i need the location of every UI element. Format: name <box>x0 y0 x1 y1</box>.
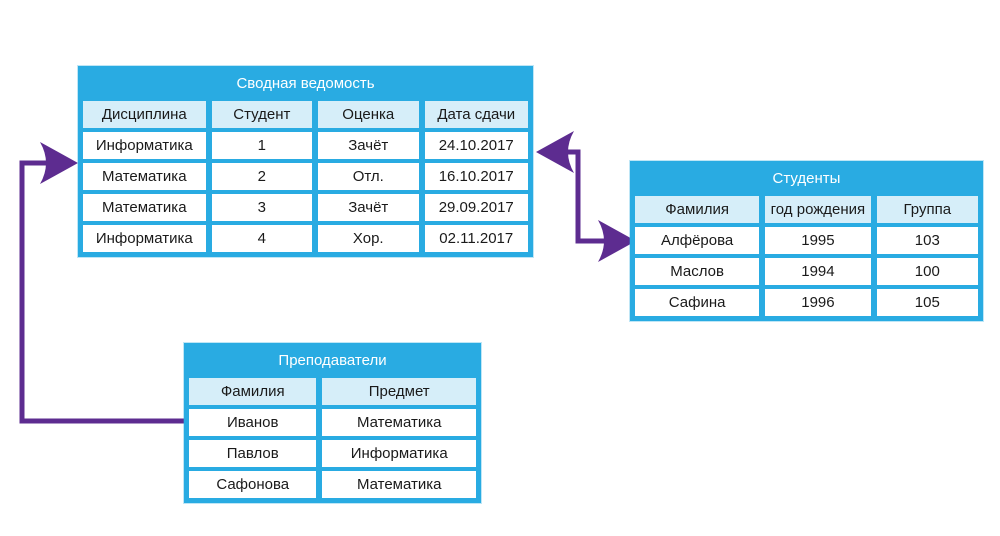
table-cell: 1995 <box>765 227 871 254</box>
table-students-grid: Фамилия год рождения Группа Алфёрова 199… <box>635 196 978 316</box>
table-cell: Математика <box>83 163 206 190</box>
table-cell: 1 <box>211 132 313 159</box>
column-header: Студент <box>211 101 313 128</box>
table-cell: Информатика <box>83 225 206 252</box>
table-cell: 105 <box>876 289 978 316</box>
table-summary: Сводная ведомость Дисциплина Студент Оце… <box>78 66 533 257</box>
column-header: Фамилия <box>635 196 760 223</box>
table-cell: Зачёт <box>318 132 419 159</box>
table-cell: 29.09.2017 <box>424 194 528 221</box>
table-cell: 24.10.2017 <box>424 132 528 159</box>
table-cell: Информатика <box>83 132 206 159</box>
table-cell: 16.10.2017 <box>424 163 528 190</box>
table-cell: Отл. <box>318 163 419 190</box>
column-header: год рождения <box>765 196 871 223</box>
column-header: Оценка <box>318 101 419 128</box>
table-summary-title: Сводная ведомость <box>236 75 375 92</box>
table-teachers: Преподаватели Фамилия Предмет Иванов Мат… <box>184 343 481 503</box>
table-cell: 100 <box>876 258 978 285</box>
column-header: Группа <box>876 196 978 223</box>
table-cell: 1994 <box>765 258 871 285</box>
table-cell: Алфёрова <box>635 227 760 254</box>
table-cell: Павлов <box>189 440 317 467</box>
table-cell: Сафонова <box>189 471 317 498</box>
table-cell: Математика <box>322 409 476 436</box>
column-header: Фамилия <box>189 378 317 405</box>
table-cell: Информатика <box>322 440 476 467</box>
table-cell: Математика <box>83 194 206 221</box>
table-cell: 1996 <box>765 289 871 316</box>
table-cell: 2 <box>211 163 313 190</box>
table-cell: Хор. <box>318 225 419 252</box>
table-teachers-grid: Фамилия Предмет Иванов Математика Павлов… <box>189 378 476 498</box>
arrowhead-into-summary-right-icon <box>536 131 574 173</box>
column-header: Дисциплина <box>83 101 206 128</box>
column-header: Предмет <box>322 378 476 405</box>
table-cell: 02.11.2017 <box>424 225 528 252</box>
table-cell: Зачёт <box>318 194 419 221</box>
table-cell: 103 <box>876 227 978 254</box>
table-students: Студенты Фамилия год рождения Группа Алф… <box>630 161 983 321</box>
connector-summary-to-students <box>560 149 610 244</box>
arrowhead-into-summary-left-icon <box>40 142 78 184</box>
table-cell: Иванов <box>189 409 317 436</box>
table-cell: 4 <box>211 225 313 252</box>
table-students-title: Студенты <box>772 170 841 187</box>
table-summary-grid: Дисциплина Студент Оценка Дата сдачи Инф… <box>83 101 528 252</box>
table-cell: Математика <box>322 471 476 498</box>
column-header: Дата сдачи <box>424 101 528 128</box>
table-cell: Маслов <box>635 258 760 285</box>
table-cell: Сафина <box>635 289 760 316</box>
table-cell: 3 <box>211 194 313 221</box>
table-teachers-title: Преподаватели <box>278 352 387 369</box>
